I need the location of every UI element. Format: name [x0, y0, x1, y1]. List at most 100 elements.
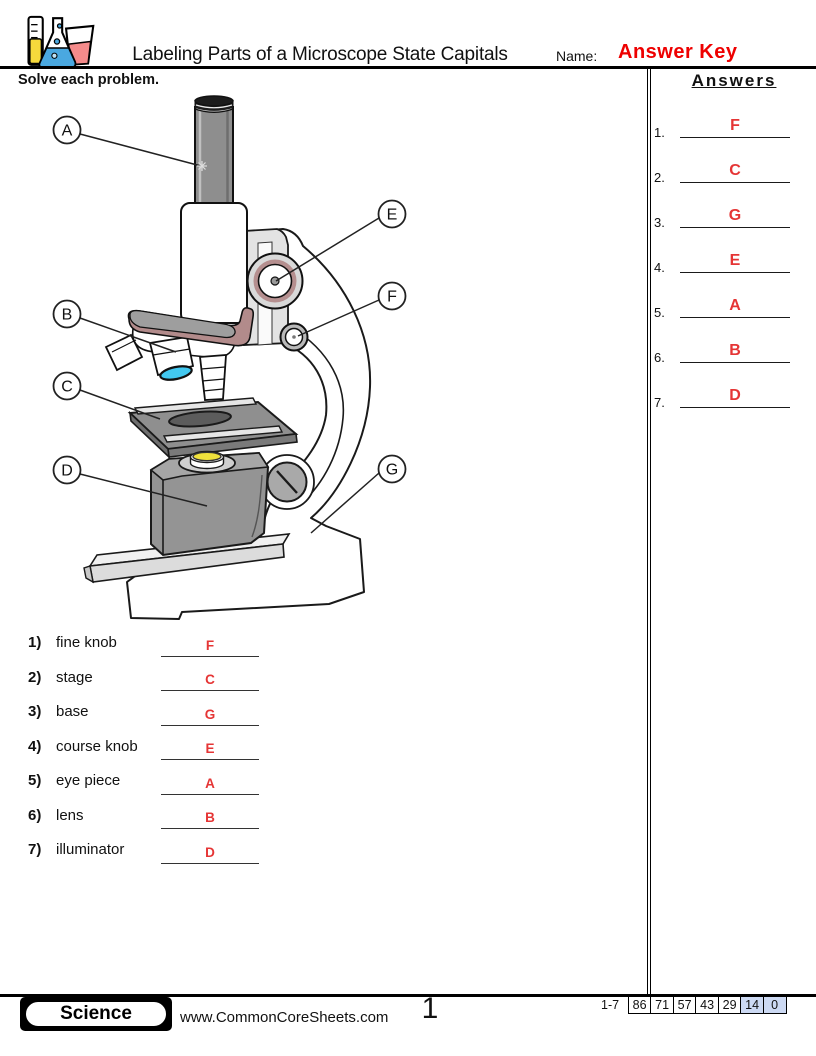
question-blank-line: [161, 690, 259, 691]
microscope-diagram: A B C D E F G: [52, 95, 407, 620]
question-blank-line: [161, 793, 259, 795]
science-lab-logo: [27, 15, 95, 69]
score-reference-table: 1-7 86 71 57 43 29 14 0: [601, 996, 787, 1014]
svg-text:B: B: [62, 307, 73, 324]
answer-value: E: [729, 252, 741, 269]
question-row: 2) stage C: [28, 662, 268, 697]
page-number: 1: [421, 992, 439, 1025]
instructions-text: Solve each problem.: [18, 72, 160, 88]
answers-panel: 1. F 2. C 3. G 4. E 5. A 6. B: [650, 103, 808, 418]
score-cell: 43: [695, 996, 720, 1014]
label-badge-b: B: [52, 299, 82, 329]
answer-value: C: [729, 162, 741, 179]
question-answer: B: [205, 810, 215, 825]
answer-blank-line: [680, 182, 790, 183]
microscope-stage: [127, 397, 299, 460]
label-badge-e: E: [377, 199, 407, 229]
question-label: fine knob: [56, 634, 117, 651]
answer-blank-line: [680, 272, 790, 273]
worksheet-title: Labeling Parts of a Microscope State Cap…: [132, 44, 508, 65]
answer-number: 5.: [654, 305, 665, 320]
label-badges: A B C D E F G: [52, 115, 407, 485]
illuminator-body: [149, 450, 270, 557]
question-label: stage: [56, 668, 93, 686]
score-cell: 86: [627, 996, 652, 1014]
answer-value: A: [729, 297, 741, 314]
answer-row: 4. E: [650, 238, 808, 283]
svg-text:E: E: [387, 207, 398, 224]
question-answer: D: [205, 844, 215, 860]
answer-row: 5. A: [650, 283, 808, 328]
question-blank-line: [161, 759, 259, 760]
question-answer: A: [205, 775, 215, 791]
question-number: 6): [28, 806, 42, 824]
answer-key-text: Answer Key: [618, 41, 738, 63]
svg-text:C: C: [61, 379, 73, 396]
question-label: base: [56, 703, 89, 720]
svg-text:F: F: [387, 289, 397, 306]
header-divider: [0, 66, 816, 69]
answer-number: 2.: [654, 170, 665, 185]
nosepiece: [104, 307, 255, 401]
inclination-joint-knob: [259, 454, 315, 510]
question-row: 7) illuminator D: [28, 834, 268, 869]
label-badge-a: A: [52, 115, 82, 145]
answer-row: 1. F: [650, 103, 808, 148]
answer-blank-line: [680, 317, 790, 318]
answer-row: 3. G: [650, 193, 808, 238]
website-url: www.CommonCoreSheets.com: [180, 1009, 389, 1026]
svg-text:A: A: [62, 123, 73, 140]
illuminator-lamp: [192, 451, 222, 462]
question-answer: E: [205, 741, 215, 756]
answer-blank-line: [680, 407, 790, 408]
answer-row: 7. D: [650, 373, 808, 418]
question-label: course knob: [56, 737, 138, 755]
question-label: illuminator: [56, 841, 125, 858]
question-number: 2): [28, 668, 42, 686]
fine-adjustment-knob: [279, 322, 309, 352]
label-badge-c: C: [52, 371, 82, 401]
answers-panel-title: Answers: [691, 71, 777, 90]
question-number: 7): [28, 841, 42, 858]
name-label: Name:: [556, 48, 598, 64]
answer-number: 7.: [654, 395, 665, 410]
question-answer: C: [205, 672, 215, 687]
question-row: 3) base G: [28, 696, 268, 731]
answer-row: 2. C: [650, 148, 808, 193]
question-blank-line: [161, 862, 259, 864]
eyepiece-tube: [194, 95, 234, 208]
objective-lens-vertical: [198, 354, 227, 401]
label-badge-g: G: [377, 454, 407, 484]
coarse-adjustment-knob: [246, 252, 304, 310]
answer-blank-line: [680, 137, 790, 138]
question-row: 1) fine knob F: [28, 627, 268, 662]
subject-badge: Science: [20, 997, 172, 1031]
question-blank-line: [161, 655, 259, 657]
question-number: 1): [28, 634, 42, 651]
microscope-arm-and-base: [126, 228, 372, 620]
question-blank-line: [161, 724, 259, 726]
answers-column-divider: [647, 66, 651, 995]
body-tube: [180, 202, 248, 324]
pointer-star: [197, 161, 207, 171]
objective-lens-cyan: [148, 335, 195, 381]
answer-number: 6.: [654, 350, 665, 365]
question-number: 4): [28, 737, 42, 755]
answer-value: F: [730, 117, 740, 134]
score-cell: 14: [740, 996, 765, 1014]
question-row: 6) lens B: [28, 800, 268, 835]
label-badge-d: D: [52, 455, 82, 485]
answer-row: 6. B: [650, 328, 808, 373]
question-row: 5) eye piece A: [28, 765, 268, 800]
question-number: 3): [28, 703, 42, 720]
answer-blank-line: [680, 362, 790, 363]
question-label: lens: [56, 806, 84, 824]
answer-value: B: [729, 342, 741, 359]
answer-number: 3.: [654, 215, 665, 230]
answer-number: 4.: [654, 260, 665, 275]
subject-badge-label: Science: [25, 1001, 167, 1027]
score-range-label: 1-7: [601, 998, 620, 1012]
leader-lines: [79, 133, 380, 534]
label-badge-f: F: [377, 281, 407, 311]
